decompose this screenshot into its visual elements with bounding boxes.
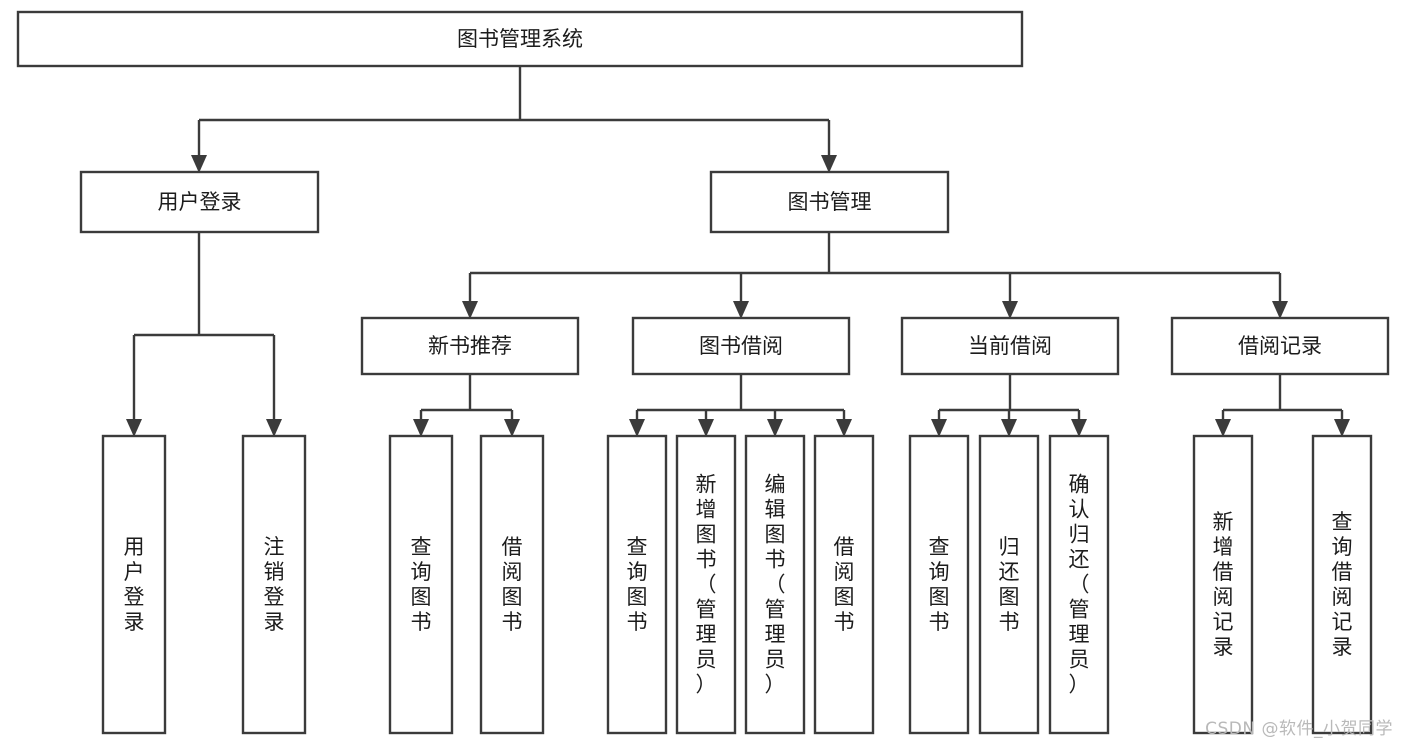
node-label: 编辑图书（管理员） xyxy=(765,473,786,697)
root-node-root[interactable]: 图书管理系统 xyxy=(16,10,1024,68)
node-label: 归还图书 xyxy=(999,535,1020,634)
leaf-node-leaf-confirm-return-admin[interactable]: 确认归还（管理员） xyxy=(1048,434,1110,735)
connector-group xyxy=(931,374,1087,437)
arrow-head-icon xyxy=(504,419,520,437)
leaf-node-leaf-edit-book-admin[interactable]: 编辑图书（管理员） xyxy=(744,434,806,735)
level2-node-book-management[interactable]: 图书管理 xyxy=(709,170,950,234)
nodes-layer: 图书管理系统用户登录图书管理新书推荐图书借阅当前借阅借阅记录用户登录注销登录查询… xyxy=(16,10,1390,735)
node-rect[interactable] xyxy=(709,170,950,234)
node-rect[interactable] xyxy=(675,434,737,735)
node-label: 借阅图书 xyxy=(834,535,855,634)
arrow-head-icon xyxy=(767,419,783,437)
node-rect[interactable] xyxy=(606,434,668,735)
arrow-head-icon xyxy=(1002,301,1018,319)
arrow-head-icon xyxy=(1215,419,1231,437)
leaf-node-leaf-query-book-recommend[interactable]: 查询图书 xyxy=(388,434,454,735)
watermark-text: CSDN @软件_小贺同学 xyxy=(1205,719,1393,739)
node-label: 图书借阅 xyxy=(699,334,783,358)
node-rect[interactable] xyxy=(479,434,545,735)
node-rect[interactable] xyxy=(360,316,580,376)
leaf-node-leaf-add-book-admin[interactable]: 新增图书（管理员） xyxy=(675,434,737,735)
node-label: 注销登录 xyxy=(264,535,285,634)
node-label: 新书推荐 xyxy=(428,334,512,358)
leaf-node-leaf-query-book-current[interactable]: 查询图书 xyxy=(908,434,970,735)
node-rect[interactable] xyxy=(900,316,1120,376)
arrow-head-icon xyxy=(836,419,852,437)
connector-group xyxy=(462,232,1288,319)
node-label: 当前借阅 xyxy=(968,334,1052,358)
node-label: 查询图书 xyxy=(929,535,950,634)
connector-group xyxy=(413,374,520,437)
leaf-node-leaf-borrow-book-recommend[interactable]: 借阅图书 xyxy=(479,434,545,735)
arrow-head-icon xyxy=(1334,419,1350,437)
node-label: 图书管理 xyxy=(788,190,872,214)
node-label: 用户登录 xyxy=(124,535,145,634)
node-label: 新增借阅记录 xyxy=(1213,510,1234,659)
node-rect[interactable] xyxy=(1170,316,1390,376)
connector-group xyxy=(191,66,837,173)
node-rect[interactable] xyxy=(1311,434,1373,735)
arrow-head-icon xyxy=(462,301,478,319)
leaf-node-leaf-query-book-borrow[interactable]: 查询图书 xyxy=(606,434,668,735)
leaf-node-leaf-query-borrow-record[interactable]: 查询借阅记录 xyxy=(1311,434,1373,735)
level3-node-current-borrow[interactable]: 当前借阅 xyxy=(900,316,1120,376)
level3-node-new-book-recommend[interactable]: 新书推荐 xyxy=(360,316,580,376)
node-label: 图书管理系统 xyxy=(457,27,583,51)
node-rect[interactable] xyxy=(631,316,851,376)
arrow-head-icon xyxy=(931,419,947,437)
node-rect[interactable] xyxy=(744,434,806,735)
node-label: 新增图书（管理员） xyxy=(696,473,717,697)
level3-node-book-borrow[interactable]: 图书借阅 xyxy=(631,316,851,376)
level3-node-borrow-record[interactable]: 借阅记录 xyxy=(1170,316,1390,376)
node-label: 查询图书 xyxy=(627,535,648,634)
arrow-head-icon xyxy=(266,419,282,437)
arrow-head-icon xyxy=(733,301,749,319)
node-rect[interactable] xyxy=(241,434,307,735)
connectors-layer xyxy=(126,66,1350,437)
node-rect[interactable] xyxy=(908,434,970,735)
node-label: 查询借阅记录 xyxy=(1332,510,1353,659)
node-rect[interactable] xyxy=(101,434,167,735)
node-label: 查询图书 xyxy=(411,535,432,634)
leaf-node-leaf-borrow-book[interactable]: 借阅图书 xyxy=(813,434,875,735)
node-rect[interactable] xyxy=(388,434,454,735)
arrow-head-icon xyxy=(1071,419,1087,437)
arrow-head-icon xyxy=(698,419,714,437)
leaf-node-leaf-user-login[interactable]: 用户登录 xyxy=(101,434,167,735)
arrow-head-icon xyxy=(1001,419,1017,437)
connector-group xyxy=(1215,374,1350,437)
arrow-head-icon xyxy=(126,419,142,437)
arrow-head-icon xyxy=(191,155,207,173)
arrow-head-icon xyxy=(413,419,429,437)
leaf-node-leaf-logout-login[interactable]: 注销登录 xyxy=(241,434,307,735)
connector-group xyxy=(629,374,852,437)
arrow-head-icon xyxy=(1272,301,1288,319)
node-label: 借阅图书 xyxy=(502,535,523,634)
node-rect[interactable] xyxy=(79,170,320,234)
level2-node-user-login[interactable]: 用户登录 xyxy=(79,170,320,234)
arrow-head-icon xyxy=(629,419,645,437)
node-rect[interactable] xyxy=(16,10,1024,68)
node-label: 确认归还（管理员） xyxy=(1069,473,1090,697)
leaf-node-leaf-return-book[interactable]: 归还图书 xyxy=(978,434,1040,735)
node-rect[interactable] xyxy=(1048,434,1110,735)
connector-group xyxy=(126,232,282,437)
node-label: 借阅记录 xyxy=(1238,334,1322,358)
node-label: 用户登录 xyxy=(158,190,242,214)
leaf-node-leaf-add-borrow-record[interactable]: 新增借阅记录 xyxy=(1192,434,1254,735)
node-rect[interactable] xyxy=(1192,434,1254,735)
node-rect[interactable] xyxy=(813,434,875,735)
arrow-head-icon xyxy=(821,155,837,173)
node-rect[interactable] xyxy=(978,434,1040,735)
